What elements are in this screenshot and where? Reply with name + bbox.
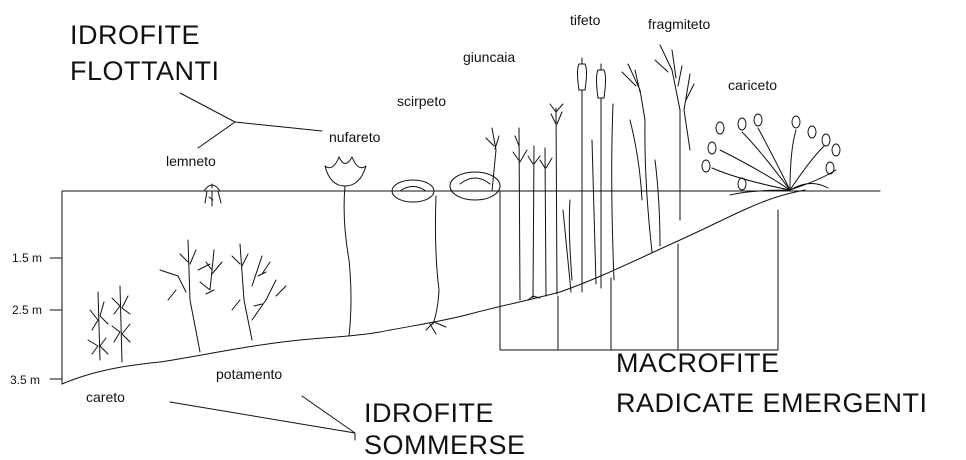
depth-label-3: 3.5 m xyxy=(10,373,41,387)
emergent-group-title-line1: MACROFITE xyxy=(616,348,780,378)
phragmites-plants xyxy=(621,44,695,253)
zone-label-potamento: potamento xyxy=(216,366,283,382)
submerged-group-title-line1: IDROFITE xyxy=(364,398,494,428)
nuphar-plant xyxy=(324,156,367,337)
scirpus-plant xyxy=(391,171,501,335)
zone-label-tifeto: tifeto xyxy=(570,12,601,28)
zone-label-cariceto: cariceto xyxy=(728,77,778,93)
zone-label-scirpeto: scirpeto xyxy=(397,93,447,109)
depth-label-1: 1.5 m xyxy=(12,251,43,265)
floating-group-title-line2: FLOTTANTI xyxy=(70,56,220,86)
zone-label-fragmiteto: fragmiteto xyxy=(648,16,711,32)
zone-label-nufareto: nufareto xyxy=(329,129,381,145)
typha-plants xyxy=(562,57,615,293)
depth-label-2: 2.5 m xyxy=(12,303,43,317)
emergent-group-title-line2: RADICATE EMERGENTI xyxy=(616,388,928,418)
lake-bottom-profile xyxy=(61,189,806,385)
chara-plants xyxy=(87,285,131,363)
submerged-group-title-line2: SOMMERSE xyxy=(364,430,526,460)
zone-label-lemneto: lemneto xyxy=(166,153,216,169)
zone-label-giuncaia: giuncaia xyxy=(463,49,516,65)
floating-pointer-lines xyxy=(179,92,323,149)
juncus-plants xyxy=(485,103,564,301)
submerged-pointer-lines xyxy=(169,395,356,441)
emergent-bracket xyxy=(499,190,779,351)
zone-label-careto: careto xyxy=(86,389,125,405)
lemna-plant xyxy=(203,183,222,207)
carex-plants xyxy=(701,113,841,196)
potamogeton-plants xyxy=(159,239,287,353)
floating-group-title-line1: IDROFITE xyxy=(70,20,200,50)
